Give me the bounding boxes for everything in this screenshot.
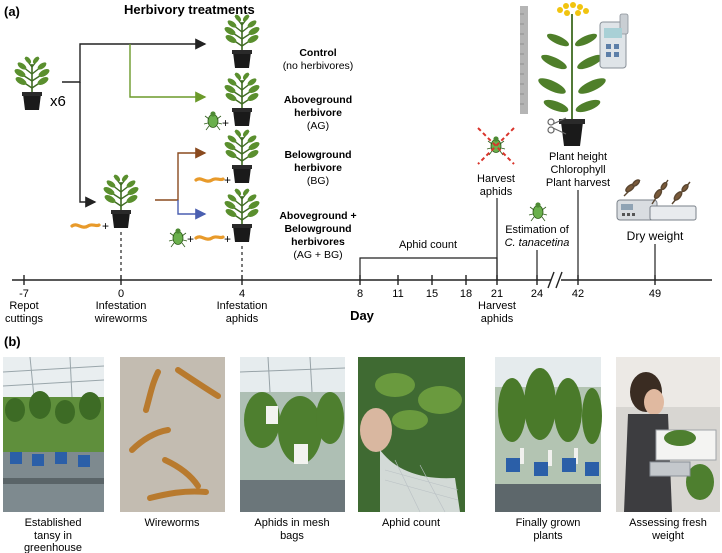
caption-grown-2: plants — [533, 530, 563, 542]
agbg-abbr: (AG + BG) — [293, 249, 342, 261]
harvest-label-2: aphids — [481, 313, 514, 325]
multiplier-label: x6 — [50, 93, 66, 110]
infestation-wireworm-icon — [70, 223, 101, 229]
control-note: (no herbivores) — [283, 60, 354, 72]
control-title: Control — [299, 47, 336, 59]
control-plant-icon — [222, 12, 262, 69]
to-infestation-arrow — [79, 82, 97, 208]
tick-label: -7 — [19, 288, 29, 300]
tick-label: 0 — [118, 288, 124, 300]
scissors-icon — [547, 117, 567, 135]
tick-label: 24 — [531, 288, 543, 300]
tick-label: 18 — [460, 288, 472, 300]
bg-title-2: herbivore — [294, 162, 342, 174]
wireworm-infest-label-2: wireworms — [94, 313, 148, 325]
aphid-infest-label-2: aphids — [226, 313, 259, 325]
caption-greenhouse-3: greenhouse — [24, 542, 82, 553]
caption-weight-1: Assessing fresh — [629, 517, 707, 529]
tick-label: 42 — [572, 288, 584, 300]
ag-plus: + — [222, 116, 229, 130]
panel-a-label: (a) — [4, 4, 20, 19]
agbg-title-2: Belowground — [284, 223, 351, 235]
bg-wireworm-icon — [194, 177, 225, 183]
repot-label-2: cuttings — [5, 313, 43, 325]
dried-plants-icon — [623, 179, 691, 205]
wireworms-photo — [120, 357, 225, 512]
agbg-plus-1: + — [187, 232, 194, 246]
tick-label: 21 — [491, 288, 503, 300]
caption-mesh-2: bags — [280, 530, 304, 542]
bg-abbr: (BG) — [307, 175, 329, 187]
grown-plants-photo — [495, 357, 602, 512]
ag-title-1: Aboveground — [284, 94, 352, 106]
ag-title-2: herbivore — [294, 107, 342, 119]
ag-arrow — [129, 44, 207, 103]
aphid-infest-label-1: Infestation — [217, 300, 268, 312]
control-arrow — [62, 38, 207, 83]
agbg-plus-2: + — [224, 232, 231, 246]
ruler-icon — [520, 6, 528, 114]
panel-b-label: (b) — [4, 334, 21, 349]
harvest-aphids-top-2: aphids — [480, 186, 513, 198]
tick-label: 8 — [357, 288, 363, 300]
aphid-count-bracket — [359, 257, 498, 280]
greenhouse-photo — [2, 356, 105, 512]
harvest-aphids-top-1: Harvest — [477, 173, 515, 185]
chlorophyll-meter-icon — [599, 13, 629, 69]
tanacetina-aphid-icon — [528, 201, 548, 222]
timeline-ticks: -7 0 4 8 11 15 18 21 24 42 49 — [19, 275, 661, 300]
agbg-arrow — [177, 200, 207, 220]
dry-weight-label: Dry weight — [627, 229, 684, 243]
infestation-plus: + — [102, 219, 109, 233]
caption-aphid-count: Aphid count — [382, 517, 440, 529]
bg-title-1: Belowground — [284, 149, 351, 161]
caption-greenhouse-2: tansy in — [34, 530, 72, 542]
axis-break-icon — [547, 271, 563, 289]
wireworm-infest-label-1: Infestation — [96, 300, 147, 312]
tick-label: 4 — [239, 288, 245, 300]
repot-label-1: Repot — [9, 300, 38, 312]
cross-icon — [477, 127, 515, 165]
caption-grown-1: Finally grown — [516, 517, 581, 529]
plant-height-label: Plant height — [549, 151, 607, 163]
agbg-wireworm-icon — [194, 235, 225, 241]
fresh-weight-photo — [616, 357, 720, 512]
tall-tansy-icon — [538, 2, 606, 146]
tick-label: 11 — [392, 288, 403, 300]
day-axis-label: Day — [350, 308, 375, 323]
aphid-count-photo — [358, 357, 465, 513]
mesh-bags-photo — [239, 356, 346, 512]
caption-mesh-1: Aphids in mesh — [254, 517, 329, 529]
scale-icon — [616, 199, 697, 221]
chlorophyll-label: Chlorophyll — [550, 164, 605, 176]
caption-wireworms: Wireworms — [145, 517, 200, 529]
ag-aphid-icon — [203, 110, 223, 131]
starting-plant-icon — [12, 54, 52, 111]
caption-greenhouse-1: Established — [25, 517, 82, 529]
tick-label: 49 — [649, 288, 661, 300]
bg-plus: + — [224, 173, 231, 187]
agbg-title-3: herbivores — [291, 236, 345, 248]
aphid-count-label: Aphid count — [399, 239, 457, 251]
estimation-line-1: Estimation of — [505, 224, 570, 236]
caption-weight-2: weight — [651, 530, 684, 542]
plant-harvest-label: Plant harvest — [546, 177, 610, 189]
tick-label: 15 — [426, 288, 438, 300]
ag-abbr: (AG) — [307, 120, 329, 132]
agbg-aphid-icon — [168, 227, 188, 248]
treatments-title: Herbivory treatments — [124, 2, 255, 17]
agbg-title-1: Aboveground + — [279, 210, 356, 222]
estimation-line-2: C. tanacetina — [505, 237, 570, 249]
harvest-label-1: Harvest — [478, 300, 516, 312]
bg-arrow — [155, 147, 207, 201]
